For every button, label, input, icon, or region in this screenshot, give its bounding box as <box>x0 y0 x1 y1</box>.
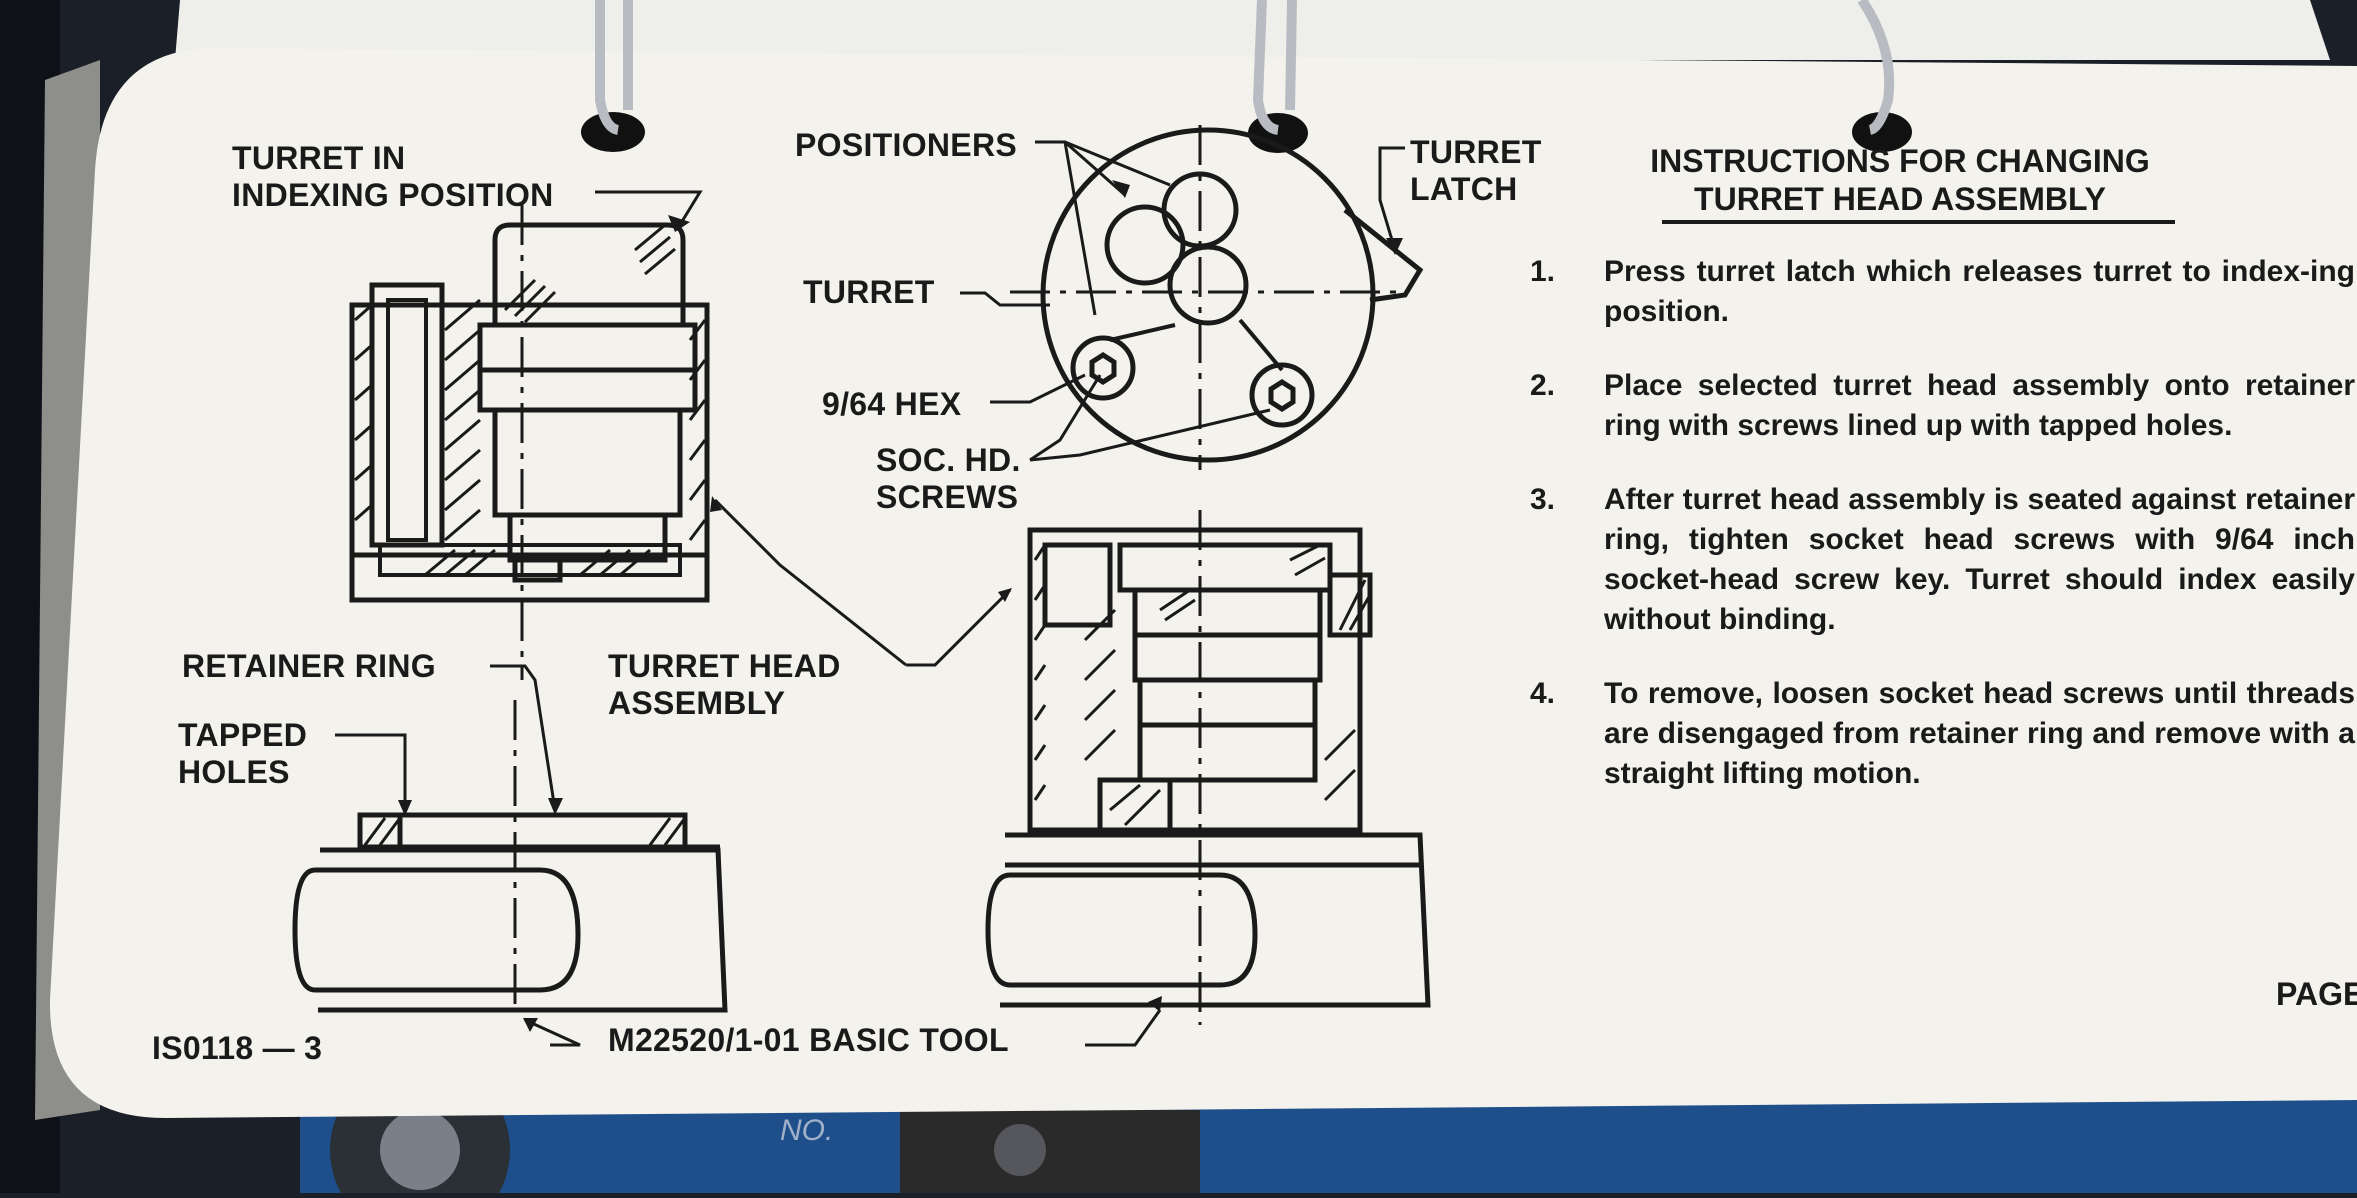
instruction-step: 3. After turret head assembly is seated … <box>1530 483 2355 636</box>
label-turret-in-indexing: TURRET IN INDEXING POSITION <box>232 140 554 213</box>
page-behind <box>175 0 2330 60</box>
technical-drawing <box>292 125 1431 1047</box>
label-basic-tool: M22520/1-01 BASIC TOOL <box>608 1022 1009 1058</box>
label-turret-head-assembly: TURRET HEAD ASSEMBLY <box>608 648 841 721</box>
instructions-list: 1. Press turret latch which releases tur… <box>1520 252 2355 828</box>
label-turret: TURRET <box>803 274 935 310</box>
binder-hole <box>1852 112 1912 152</box>
binder-rings <box>595 0 1895 135</box>
label-positioners: POSITIONERS <box>795 127 1018 163</box>
figure-id: IS0118 — 3 <box>152 1030 323 1066</box>
label-retainer-ring: RETAINER RING <box>182 648 436 684</box>
turret-head-assembly-body <box>349 302 710 603</box>
tool-engraving: NO. <box>780 1114 834 1147</box>
leader-arrowheads <box>398 180 1403 1032</box>
page-label: PAGE <box>2276 976 2357 1012</box>
instruction-step: 2. Place selected turret head assembly o… <box>1530 369 2355 442</box>
instruction-step: 4. To remove, loosen socket head screws … <box>1530 677 2355 790</box>
instructions-title: INSTRUCTIONS FOR CHANGING TURRET HEAD AS… <box>1650 143 2150 217</box>
tool-plate <box>900 1110 1200 1193</box>
instruction-step: 1. Press turret latch which releases tur… <box>1530 255 2355 328</box>
turret-top-view <box>1040 127 1376 463</box>
label-tapped-holes: TAPPED HOLES <box>178 717 308 790</box>
label-hex: 9/64 HEX <box>822 386 962 422</box>
label-turret-latch: TURRET LATCH <box>1410 134 1542 207</box>
label-soc-hd-screws: SOC. HD. SCREWS <box>876 442 1021 515</box>
